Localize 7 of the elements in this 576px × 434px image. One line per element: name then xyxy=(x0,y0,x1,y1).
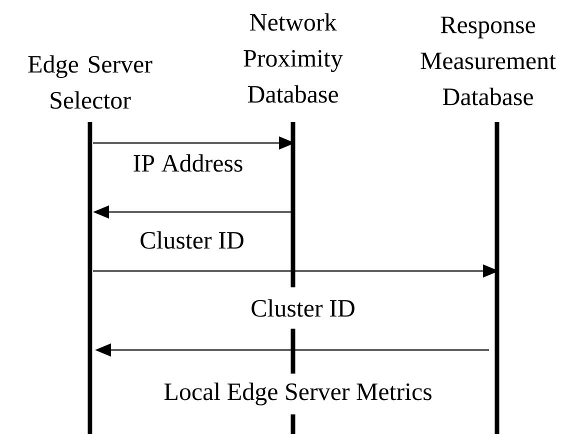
edge-label: Cluster ID xyxy=(248,287,358,329)
edge-label: Cluster ID xyxy=(138,229,246,251)
participant-label: Network Proximity Database xyxy=(244,13,343,103)
edge-label: IP Address xyxy=(130,152,246,174)
participant-label: Response Measurement Database xyxy=(420,16,556,106)
participant-label: Edge Server Selector xyxy=(28,55,152,109)
edge-label: Local Edge Server Metrics xyxy=(162,374,434,414)
